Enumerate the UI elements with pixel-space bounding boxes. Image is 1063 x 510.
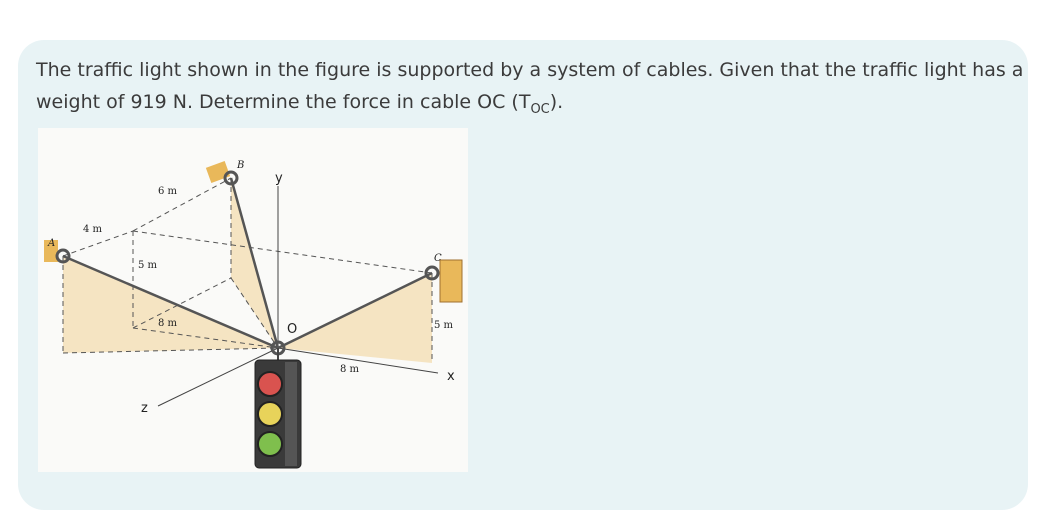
cable-ob (229, 177, 280, 349)
cable-oc (277, 271, 433, 350)
dim-6m: 6 m (158, 186, 178, 197)
red-light-icon (257, 371, 283, 397)
label-point-b: B (236, 160, 244, 171)
question-text: The traffic light shown in the figure is… (36, 54, 1026, 121)
ring-a (55, 248, 71, 264)
dim-5m-right: 5 m (434, 320, 454, 331)
cable-subscript: OC (530, 102, 550, 117)
cable-oa (62, 254, 279, 350)
dim-5m-left: 5 m (138, 260, 158, 271)
label-point-a: A (47, 238, 55, 249)
label-axis-x: x (447, 369, 455, 384)
traffic-light-figure: A B C O x y z 4 m 6 m 5 m 8 m 8 m 5 m (38, 128, 468, 472)
label-axis-y: y (275, 171, 283, 186)
dim-8m-left: 8 m (158, 318, 178, 329)
question-text-end: ). (549, 91, 564, 113)
dashed-guides (62, 177, 433, 363)
label-point-c: C (434, 253, 442, 264)
green-light-icon (257, 431, 283, 457)
wall-mount-c (439, 259, 463, 303)
ring-c (424, 265, 440, 281)
label-origin: O (287, 322, 297, 337)
traffic-light (254, 348, 302, 469)
z-axis (157, 347, 279, 407)
cable-system-diagram: A B C O x y z 4 m 6 m 5 m 8 m 8 m 5 m (44, 160, 463, 469)
dim-4m: 4 m (83, 224, 103, 235)
dim-8m-bottom: 8 m (340, 364, 360, 375)
label-axis-z: z (141, 401, 148, 416)
shade-triangle-c (278, 273, 432, 363)
yellow-light-icon (257, 401, 283, 427)
cables (62, 177, 433, 350)
x-axis (277, 347, 439, 374)
question-text-main: The traffic light shown in the figure is… (36, 59, 1024, 113)
ring-b (223, 170, 239, 186)
axes (157, 186, 439, 407)
wall-mount-a (44, 240, 58, 262)
